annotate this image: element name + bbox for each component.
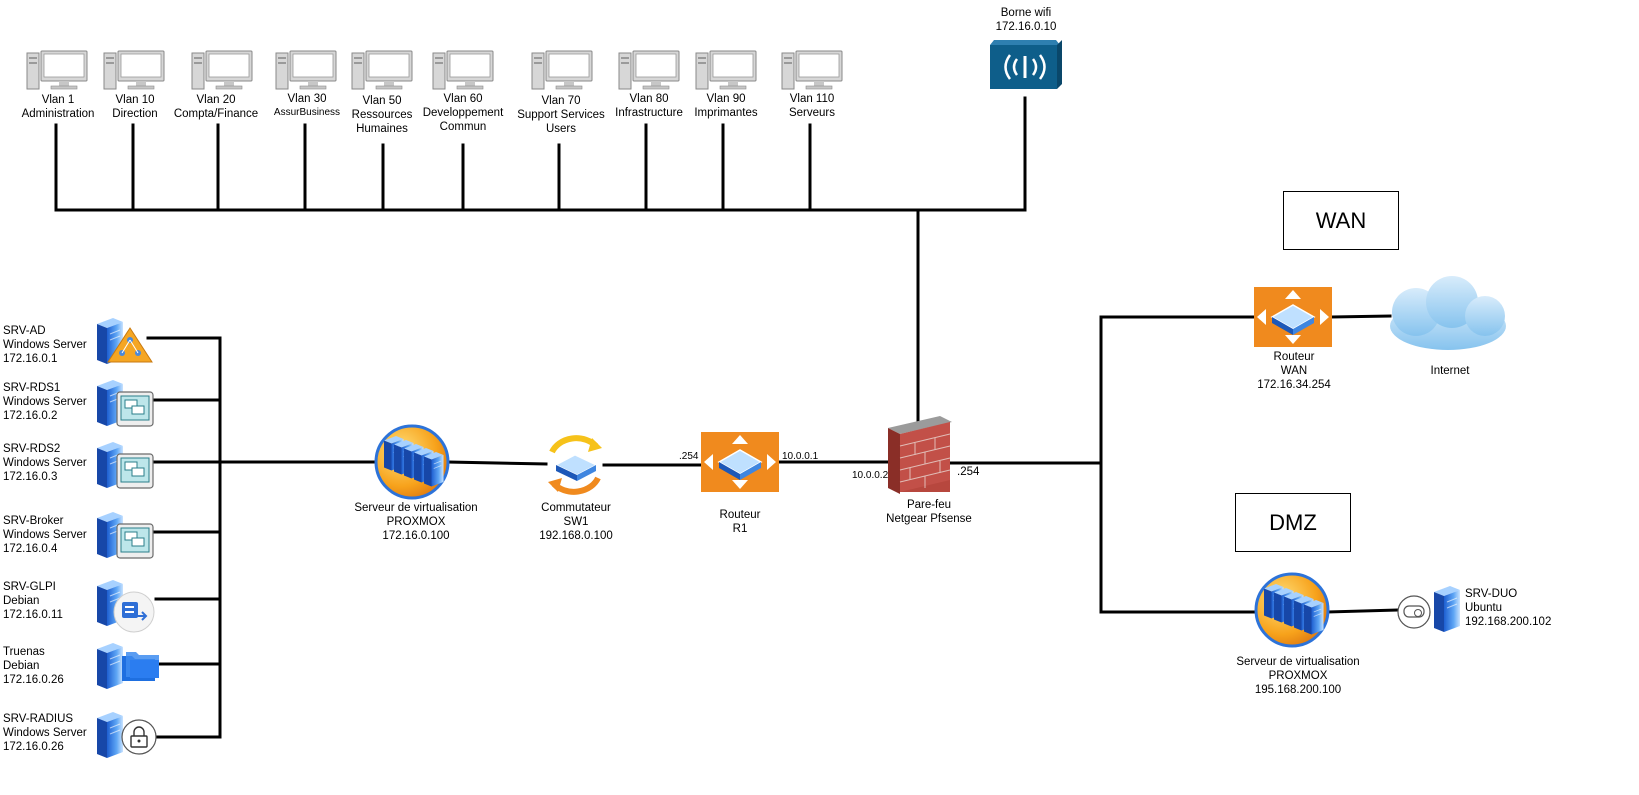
proxmox-lan-icon	[376, 426, 448, 498]
firewall-left-port-label: 10.0.0.2	[852, 470, 889, 481]
pc-icon	[351, 50, 413, 90]
proxmox-dmz-icon	[1256, 574, 1328, 646]
vlan-pcs	[26, 50, 843, 90]
proxmox-to-switch-link	[446, 460, 548, 466]
internet-cloud-icon	[1390, 276, 1506, 350]
wan-zone-box: WAN	[1283, 191, 1399, 250]
srv-radius-icon	[96, 711, 157, 759]
pc-icon	[695, 50, 757, 90]
internet-label: Internet	[1430, 365, 1470, 377]
pc-icon	[531, 50, 593, 90]
r1-right-port-label: 10.0.0.1	[782, 451, 819, 462]
pc-icon	[275, 50, 337, 90]
truenas-icon	[96, 642, 159, 690]
firewall-icon	[888, 416, 952, 494]
srv-duo-icon	[1397, 585, 1461, 633]
srv-ad-icon	[96, 317, 153, 365]
firewall-right-port-label: .254	[957, 466, 980, 478]
router-wan-icon	[1253, 286, 1333, 348]
pc-icon	[103, 50, 165, 90]
pc-icon	[781, 50, 843, 90]
proxmox-dmz-to-duo-link	[1326, 608, 1399, 614]
srv-glpi-icon	[96, 579, 155, 633]
router-r1-icon	[700, 431, 780, 493]
srv-rds1-icon	[96, 379, 154, 427]
wifi-access-point-icon	[990, 40, 1062, 89]
switch-icon	[548, 435, 602, 495]
pc-icon	[26, 50, 88, 90]
pc-icon	[191, 50, 253, 90]
links	[54, 96, 1399, 739]
pc-icon	[618, 50, 680, 90]
srv-rds2-icon	[96, 441, 154, 489]
router-wan-to-internet-link	[1330, 314, 1392, 319]
r1-left-port-label: .254	[679, 451, 699, 462]
pc-icon	[432, 50, 494, 90]
dmz-zone-box: DMZ	[1235, 493, 1351, 552]
srv-broker-icon	[96, 511, 154, 559]
